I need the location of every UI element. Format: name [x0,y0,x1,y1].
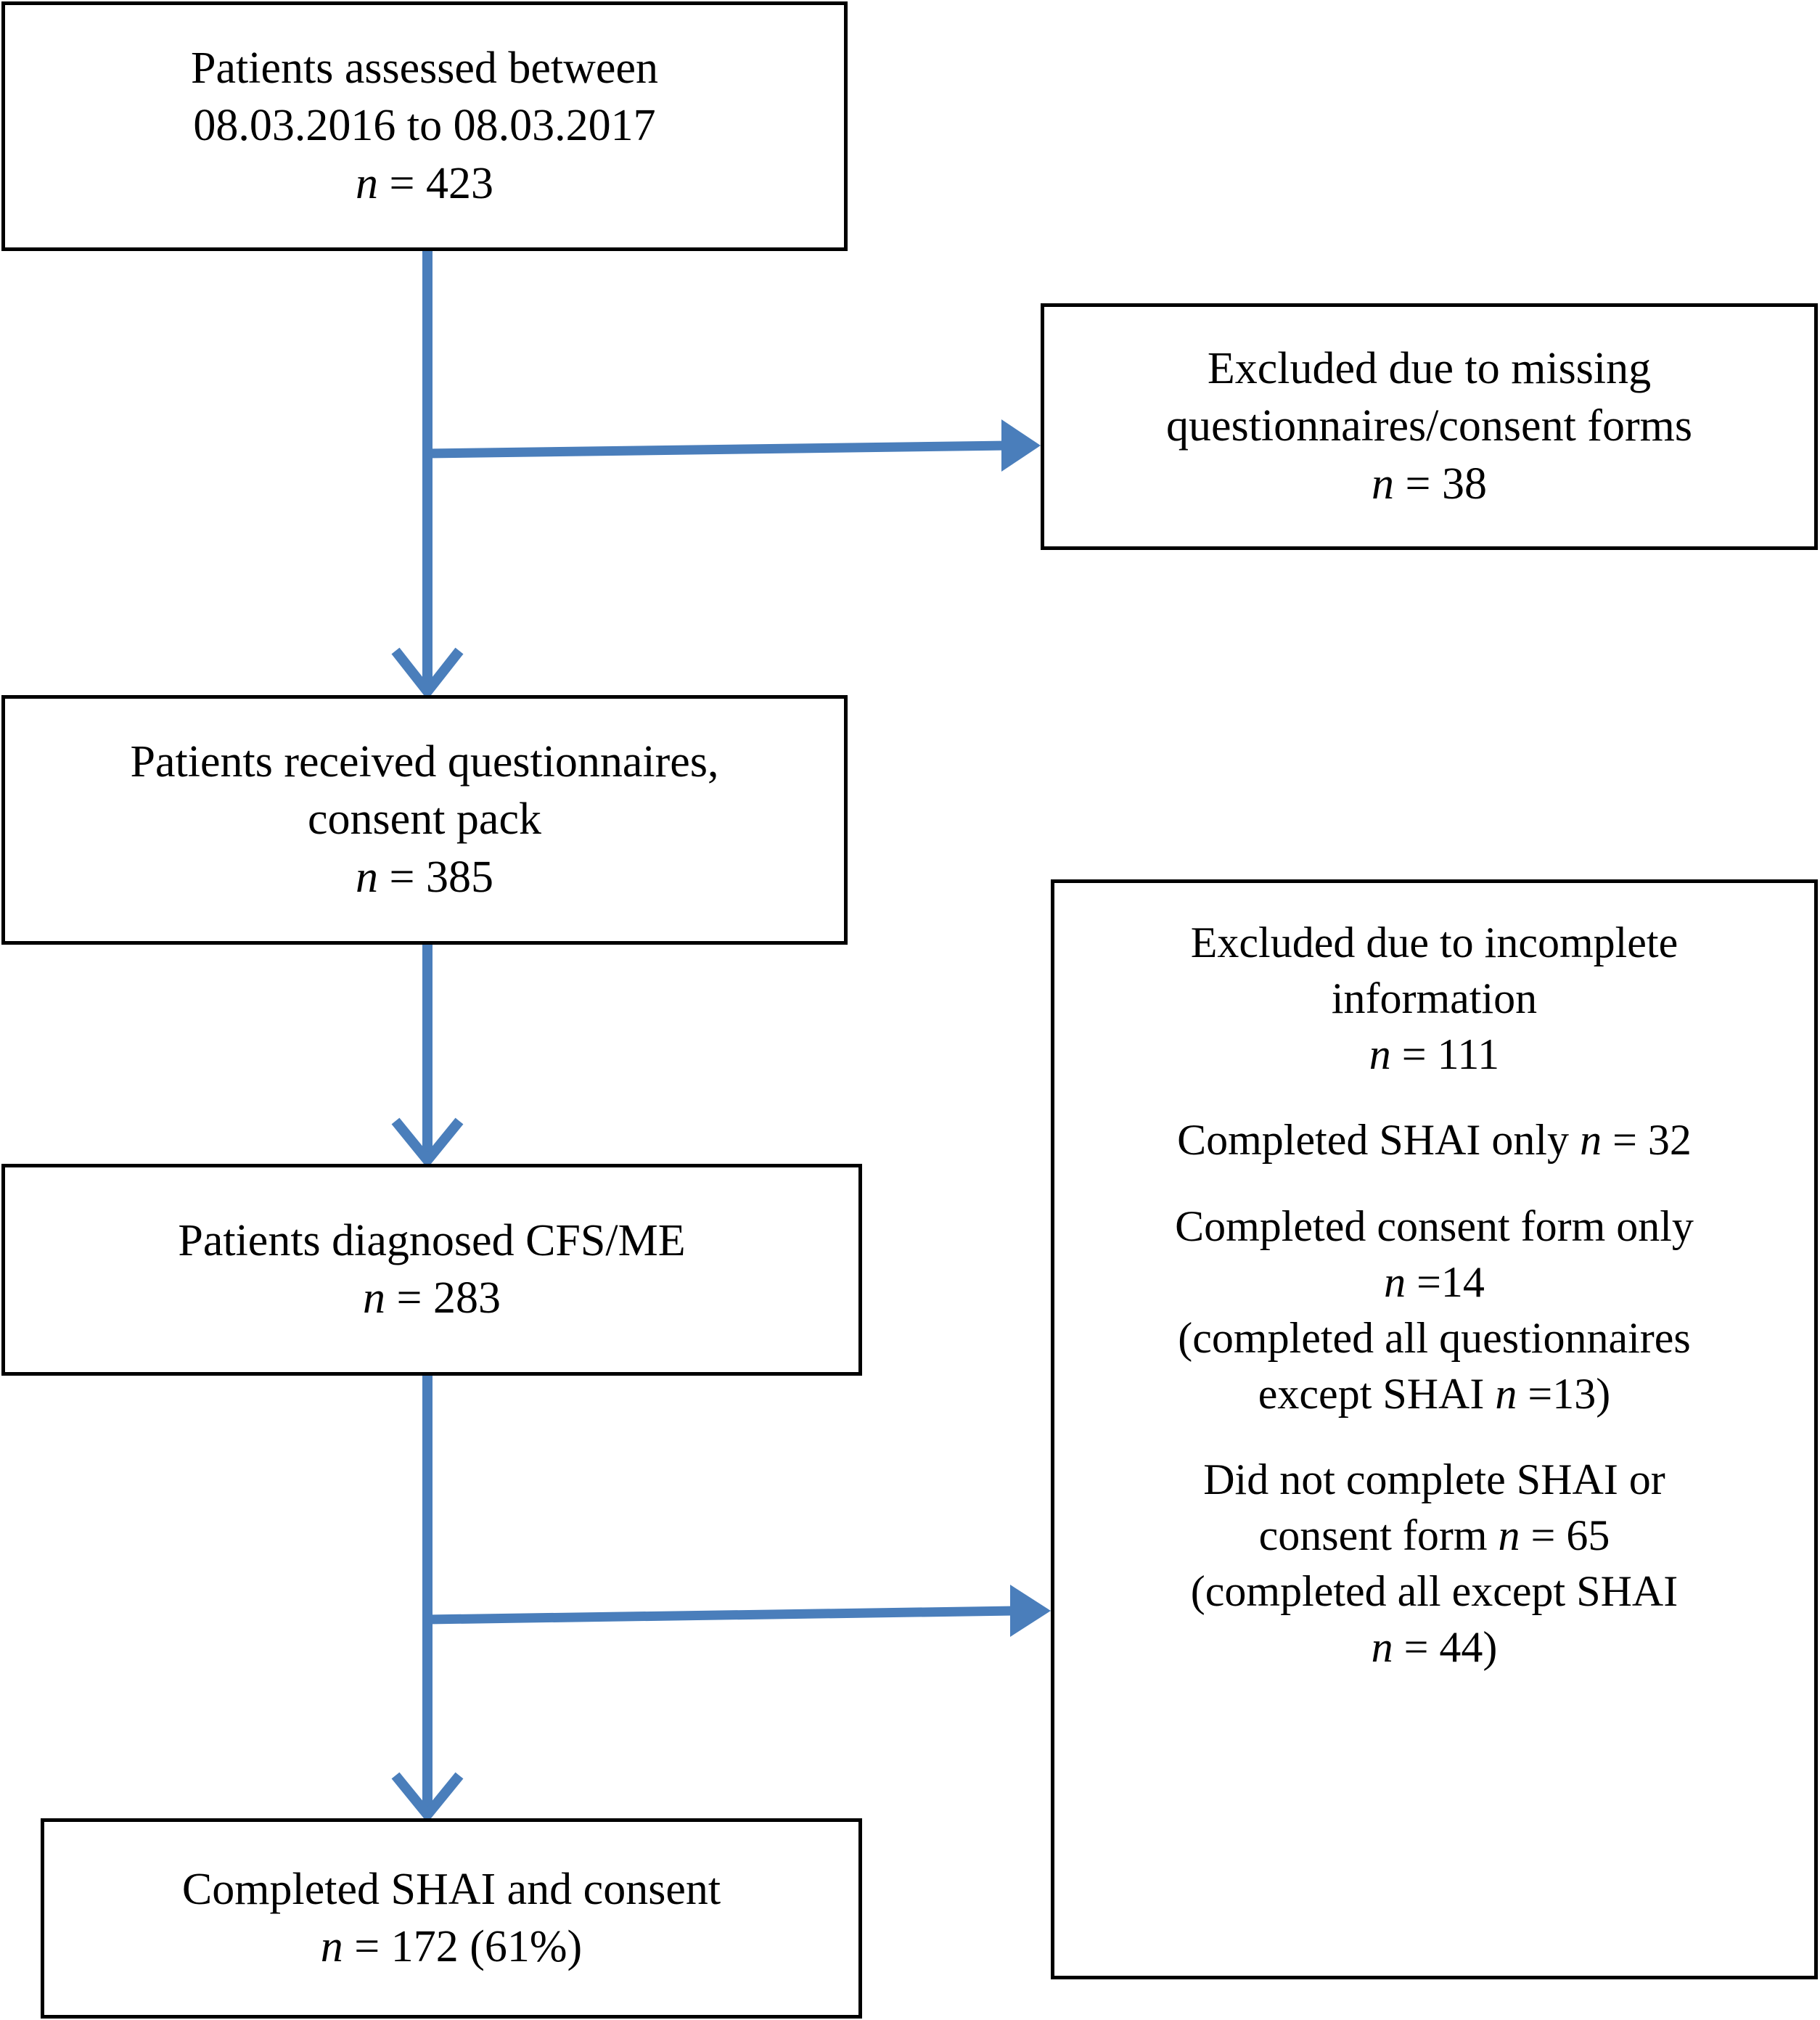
completed-n-symbol: n [320,1922,343,1971]
received-n-symbol: n [356,852,379,902]
excluded-incomplete-heading-n-symbol: n [1369,1030,1391,1078]
excluded-missing-line-1: Excluded due to missing [1207,343,1652,393]
item-3-paren-n-symbol: n [1371,1622,1393,1671]
completed-count: n = 172 (61%) [321,1918,582,1976]
excluded-incomplete-item-1: Completed SHAI only n = 32 [1177,1112,1692,1168]
excluded-incomplete-item-3-paren-count: n = 44) [1372,1619,1498,1675]
item-1-n-value: = 32 [1602,1116,1692,1165]
item-3-n-symbol: n [1498,1511,1520,1560]
excluded-missing-line-2: questionnaires/consent forms [1166,401,1692,451]
excluded-incomplete-item-2-paren-1: (completed all questionnaires [1178,1313,1691,1362]
excluded-missing-n-value: = 38 [1394,459,1487,509]
excluded-missing-count: n = 38 [1372,456,1487,513]
node-patients-received-questionnaires: Patients received questionnaires, consen… [1,695,848,945]
diagnosed-count: n = 283 [363,1270,501,1327]
assessed-line-1: Patients assessed between [191,43,658,93]
excluded-incomplete-item-2-count: n =14 [1384,1255,1485,1310]
completed-n-value: = 172 (61%) [343,1922,583,1971]
excluded-incomplete-item-3-line-2: consent form n = 65 [1259,1508,1610,1564]
excluded-incomplete-heading-1: Excluded due to incomplete [1190,919,1678,966]
assessed-n-value: = 423 [378,158,493,208]
excluded-incomplete-item-3-line-1: Did not complete SHAI or [1203,1456,1665,1504]
received-count: n = 385 [356,849,493,906]
item-3-paren-n-value: = 44) [1393,1622,1498,1671]
connector-assessed-to-excluded-missing [427,419,1041,472]
connector-diagnosed-to-completed [391,1376,464,1823]
diagnosed-line-1: Patients diagnosed CFS/ME [178,1215,686,1265]
excluded-missing-n-symbol: n [1372,459,1395,509]
assessed-line-2: 08.03.2016 to 08.03.2017 [193,101,656,151]
item-3-n-value: = 65 [1520,1511,1610,1560]
excluded-incomplete-item-2-paren-2: except SHAI n =13) [1258,1366,1610,1422]
item-3-pre: consent form [1258,1511,1499,1560]
node-patients-assessed: Patients assessed between 08.03.2016 to … [1,1,848,251]
diagnosed-n-value: = 283 [385,1273,501,1323]
assessed-n-symbol: n [356,158,379,208]
connector-diagnosed-to-excluded-incomplete [427,1585,1051,1637]
excluded-incomplete-item-2-line-1: Completed consent form only [1175,1202,1694,1251]
excluded-incomplete-heading-n-value: = 111 [1390,1030,1500,1078]
connector-assessed-to-received [391,251,464,700]
received-n-value: = 385 [378,852,493,902]
diagnosed-n-symbol: n [363,1273,386,1323]
excluded-incomplete-heading-count: n = 111 [1369,1027,1499,1083]
completed-line-1: Completed SHAI and consent [181,1864,721,1914]
item-1-text: Completed SHAI only [1177,1116,1581,1165]
item-2-n-value: =14 [1406,1257,1485,1306]
connector-received-to-diagnosed [391,945,464,1169]
assessed-count: n = 423 [356,155,493,213]
item-1-n-symbol: n [1580,1116,1602,1165]
item-2-paren-n-symbol: n [1495,1369,1517,1418]
item-2-paren-pre: except SHAI [1258,1369,1496,1418]
node-excluded-missing-questionnaires: Excluded due to missing questionnaires/c… [1041,303,1818,550]
node-excluded-incomplete-information: Excluded due to incomplete information n… [1051,879,1818,1979]
excluded-incomplete-heading-2: information [1331,974,1538,1022]
received-line-2: consent pack [308,795,541,845]
excluded-incomplete-item-3-paren-1: (completed all except SHAI [1190,1567,1678,1615]
item-2-n-symbol: n [1384,1257,1406,1306]
node-patients-diagnosed-cfs-me: Patients diagnosed CFS/ME n = 283 [1,1164,862,1376]
received-line-1: Patients received questionnaires, [130,736,719,787]
item-2-paren-n-value: =13) [1517,1369,1611,1418]
node-completed-shai-and-consent: Completed SHAI and consent n = 172 (61%) [41,1818,862,2019]
